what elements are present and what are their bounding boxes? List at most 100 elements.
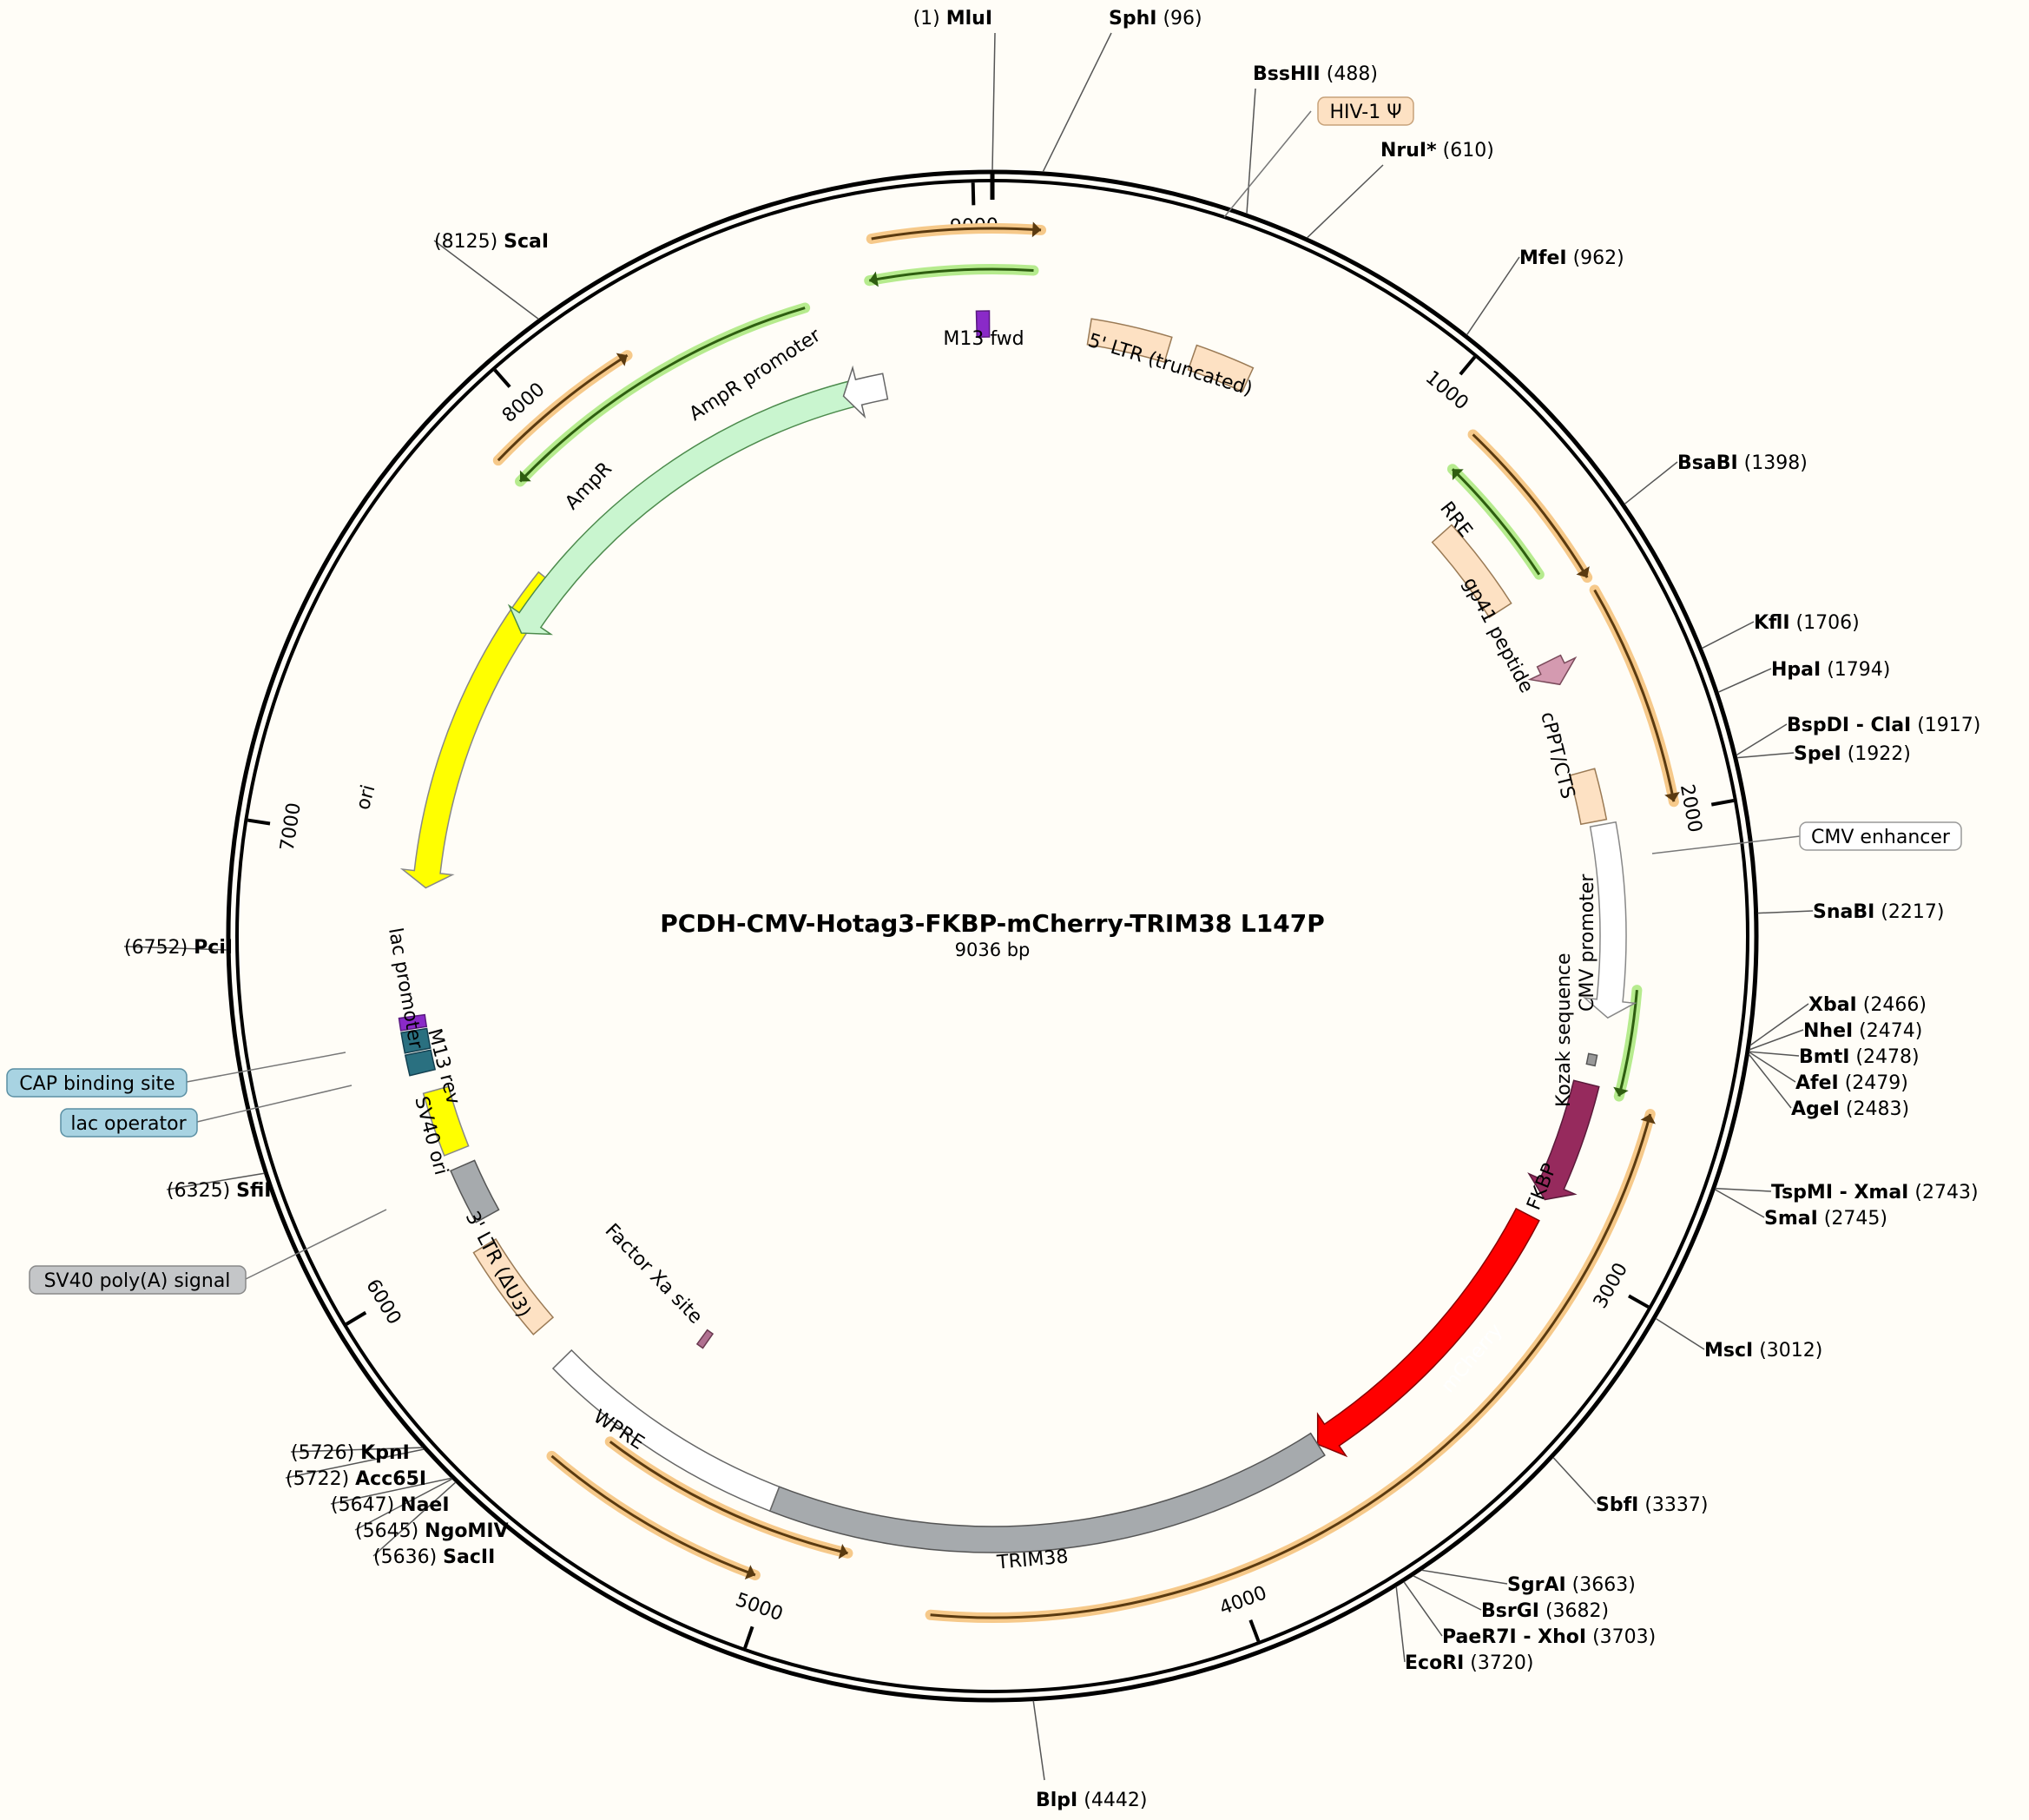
- site-enzyme: SphI: [1109, 8, 1156, 30]
- site-leader: [1749, 1003, 1809, 1046]
- site-leader: [290, 1447, 423, 1453]
- site-label: MfeI (962): [1519, 247, 1624, 269]
- orf-line: [1451, 468, 1541, 576]
- site-label: SphI (96): [1109, 8, 1202, 30]
- site-enzyme: MfeI: [1519, 247, 1567, 269]
- site-leader: [1749, 1052, 1796, 1083]
- site-label: SgrAI (3663): [1507, 1574, 1636, 1596]
- site-leader: [1717, 668, 1772, 693]
- site-position: (2466): [1857, 994, 1927, 1016]
- site-position: (2478): [1849, 1046, 1919, 1068]
- site-position: (6325): [167, 1180, 236, 1202]
- tick-mark: [345, 1310, 367, 1326]
- site-position: (5647): [331, 1494, 400, 1516]
- site-position: (2745): [1818, 1208, 1887, 1230]
- site-label: SbfI (3337): [1596, 1494, 1709, 1516]
- site-label: SmaI (2745): [1764, 1208, 1887, 1230]
- site-position: (3703): [1586, 1626, 1656, 1648]
- site-leader: [1757, 910, 1814, 914]
- site-label: (5726) KpnI: [291, 1442, 410, 1464]
- hiv-psi-tag: HIV-1 Ψ: [1223, 96, 1414, 218]
- site-label: (5722) Acc65I: [286, 1468, 426, 1490]
- site-leader: [123, 946, 227, 951]
- site-position: (1922): [1841, 743, 1911, 765]
- site-enzyme: SfiI: [236, 1180, 271, 1202]
- tick-mark: [1248, 1619, 1261, 1642]
- orf-arrowhead: [869, 271, 879, 287]
- plasmid-name: PCDH-CMV-Hotag3-FKBP-mCherry-TRIM38 L147…: [660, 909, 1324, 938]
- site-enzyme: KflI: [1754, 612, 1790, 634]
- gp41-arrow: [1527, 654, 1578, 686]
- site-label: HpaI (1794): [1771, 659, 1890, 681]
- site-enzyme: SpeI: [1794, 743, 1841, 765]
- site-label: (5647) NaeI: [331, 1494, 450, 1516]
- tick-label: 6000: [361, 1276, 405, 1329]
- label-factor-xa: Factor Xa site: [601, 1220, 707, 1329]
- site-position: (2474): [1853, 1020, 1922, 1042]
- site-enzyme: BmtI: [1799, 1046, 1849, 1068]
- site-label: (6752) PciI: [124, 937, 233, 959]
- site-label: BmtI (2478): [1799, 1046, 1920, 1068]
- site-label: (6325) SfiI: [167, 1180, 272, 1202]
- site-enzyme: TspMI - XmaI: [1771, 1182, 1908, 1203]
- orf-arrowhead: [1576, 566, 1590, 578]
- orf-arrowhead: [616, 353, 628, 366]
- cap-binding-site-tag: CAP binding site: [6, 1052, 346, 1098]
- kozak-block: [1585, 1052, 1598, 1067]
- ampr-arrow: [507, 379, 860, 636]
- site-label: NruI* (610): [1380, 140, 1494, 162]
- site-enzyme: MscI: [1704, 1340, 1753, 1362]
- tick-label: 2000: [1676, 782, 1706, 834]
- tick-mark: [971, 182, 976, 206]
- site-label: TspMI - XmaI (2743): [1771, 1182, 1979, 1203]
- tick-label: 4000: [1216, 1582, 1269, 1619]
- orf-arrowhead: [1664, 791, 1680, 802]
- label-cppt: cPPT/CTS: [1536, 709, 1578, 801]
- site-label: NheI (2474): [1803, 1020, 1922, 1042]
- tick-label: 7000: [277, 801, 306, 853]
- site-position: (1): [913, 8, 946, 30]
- site-label: BlpI (4442): [1036, 1790, 1147, 1811]
- site-label: AgeI (2483): [1791, 1098, 1909, 1120]
- site-enzyme: ScaI: [504, 231, 549, 253]
- cap-block: [404, 1049, 437, 1077]
- label-ampr: AmpR: [561, 458, 616, 515]
- orf-line: [518, 307, 806, 483]
- site-leader: [1413, 1575, 1482, 1611]
- site-leader: [285, 1448, 425, 1479]
- site-enzyme: EcoRI: [1405, 1652, 1464, 1674]
- svg-text:SV40 poly(A) signal: SV40 poly(A) signal: [44, 1270, 231, 1292]
- wpre-block: [551, 1349, 781, 1513]
- site-leader: [1246, 88, 1256, 214]
- label-lac-promoter: lac promoter: [384, 926, 426, 1052]
- orf-glow: [1589, 584, 1679, 808]
- boxed-labels: HIV-1 Ψ CMV enhancer CAP binding site la…: [6, 96, 1962, 1295]
- tick-label: 5000: [733, 1589, 786, 1625]
- orf-arrows: [492, 221, 1680, 1624]
- tick-mark: [1710, 798, 1735, 807]
- site-label: SpeI (1922): [1794, 743, 1911, 765]
- site-leader: [1736, 752, 1795, 759]
- site-enzyme: SbfI: [1596, 1494, 1638, 1516]
- site-enzyme: NgoMIV: [425, 1520, 508, 1542]
- site-enzyme: PaeR7I - XhoI: [1442, 1626, 1586, 1648]
- site-enzyme: SmaI: [1764, 1208, 1818, 1230]
- tick-label: 1000: [1421, 366, 1472, 414]
- orf-line: [930, 1113, 1652, 1619]
- site-leader: [1421, 1569, 1508, 1585]
- orf-glow: [604, 1436, 853, 1559]
- site-position: (962): [1567, 247, 1624, 269]
- orf-line: [550, 1454, 756, 1577]
- site-position: (488): [1321, 63, 1378, 85]
- plasmid-length: 9036 bp: [955, 940, 1031, 960]
- site-label: (1) MluI: [913, 8, 992, 30]
- cmv-enhancer-tag: CMV enhancer: [1651, 821, 1962, 854]
- factor-xa-block: [695, 1329, 715, 1349]
- svg-text:CAP binding site: CAP binding site: [19, 1073, 175, 1095]
- site-enzyme: BsrGI: [1481, 1600, 1539, 1622]
- site-leader: [166, 1172, 265, 1190]
- site-position: (5722): [286, 1468, 355, 1490]
- site-enzyme: BlpI: [1036, 1790, 1077, 1811]
